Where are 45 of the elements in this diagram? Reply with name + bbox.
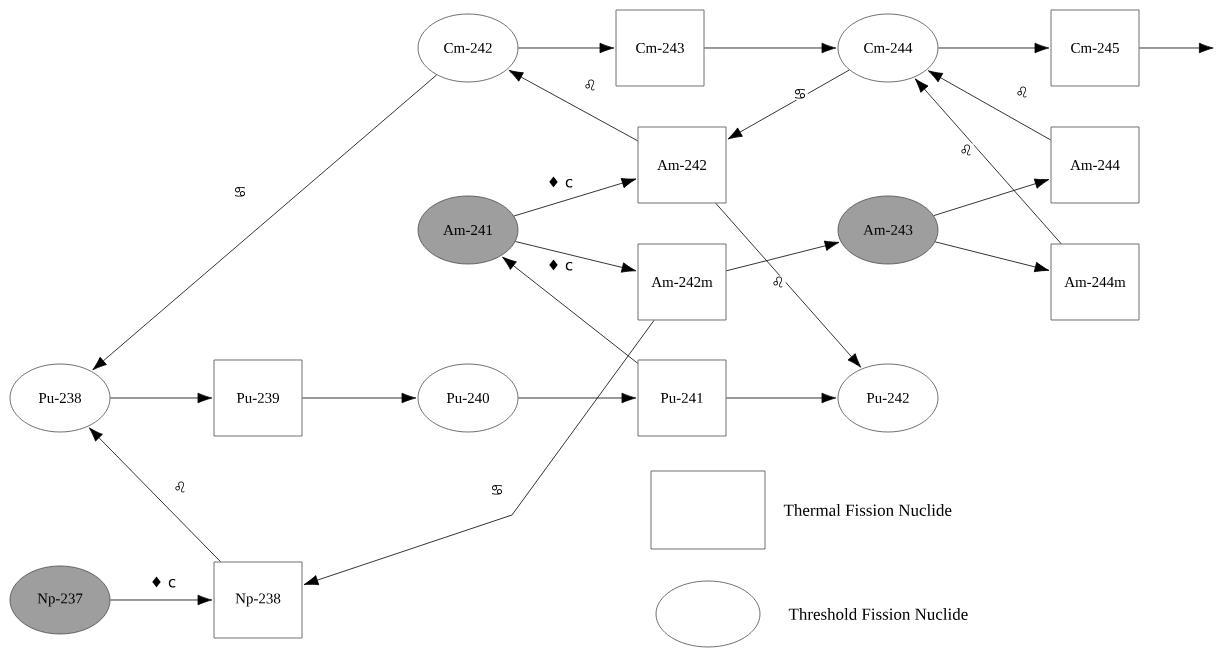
legend-item: Thermal Fission Nuclide xyxy=(650,470,952,550)
arrow xyxy=(1139,42,1214,54)
arrow xyxy=(513,178,637,217)
arrow xyxy=(914,78,1062,244)
arrow xyxy=(508,69,638,142)
nuclide-box: Pu-241 xyxy=(637,359,727,437)
arrow xyxy=(938,42,1050,54)
arrow xyxy=(92,74,438,371)
arrow xyxy=(715,203,862,368)
nuclide-box: Am-242m xyxy=(637,243,727,321)
arrow xyxy=(303,320,655,586)
arrow xyxy=(518,42,615,54)
arrow xyxy=(515,241,637,273)
arrow xyxy=(933,178,1050,216)
arrow xyxy=(727,69,850,140)
nuclide-box: Am-242 xyxy=(637,126,727,204)
edge-label: ♦ c xyxy=(545,175,575,189)
nuclide-box: Pu-239 xyxy=(213,359,303,437)
edge-label: ♌ xyxy=(770,275,786,289)
arrow xyxy=(518,392,637,404)
edge-label: ♋ xyxy=(232,185,248,199)
arrow xyxy=(704,42,837,54)
nuclide-box: Am-244m xyxy=(1050,243,1140,321)
edge-label: ♦ c xyxy=(148,575,178,589)
nuclide-box: Am-244 xyxy=(1050,126,1140,204)
nuclide-box: Np-238 xyxy=(213,561,303,639)
edge-label: ♋ xyxy=(489,483,505,497)
nuclide-box: Cm-245 xyxy=(1050,9,1140,87)
edge-label: ♌ xyxy=(172,480,188,494)
edge-label: ♦ c xyxy=(545,258,575,272)
arrow xyxy=(502,256,638,364)
arrow xyxy=(934,241,1050,273)
arrow xyxy=(302,392,417,404)
arrow xyxy=(110,392,213,404)
nuclide-box: Cm-243 xyxy=(615,9,705,87)
arrow xyxy=(88,427,221,562)
arrow xyxy=(726,240,840,272)
arrow xyxy=(928,70,1051,141)
arrow xyxy=(110,594,213,606)
legend-item: Threshold Fission Nuclide xyxy=(655,580,968,648)
edge-label: ♌ xyxy=(958,143,974,157)
edge-label: ♌ xyxy=(582,78,598,92)
edge-label: ♌ xyxy=(1014,85,1030,99)
edge-label: ♋ xyxy=(792,87,808,101)
arrow xyxy=(726,392,837,404)
